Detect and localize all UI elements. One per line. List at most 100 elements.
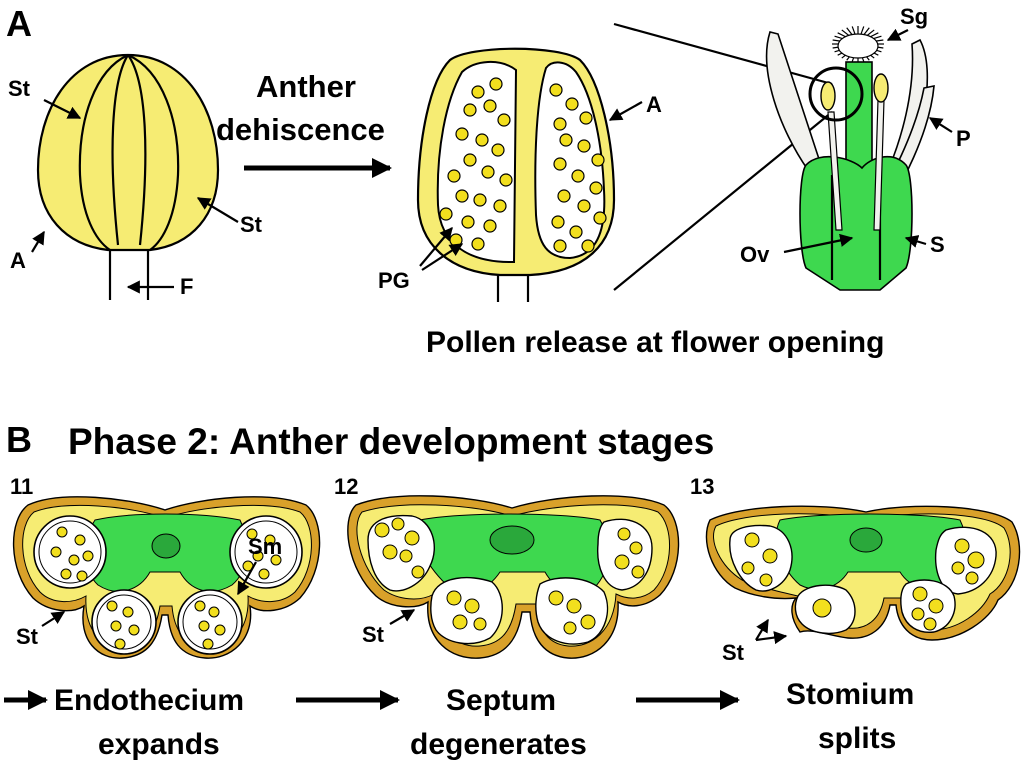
- pollen-grain: [559, 133, 573, 147]
- pollen-grain: [566, 598, 582, 614]
- pollen-grain: [571, 169, 585, 183]
- pollen-grain: [553, 157, 567, 171]
- pollen-grain: [461, 215, 475, 229]
- pollen-grain: [499, 173, 513, 187]
- pollen-grain: [464, 598, 480, 614]
- pollen-grain: [762, 548, 778, 564]
- pollen-grain: [114, 638, 126, 650]
- pollen-grain: [455, 189, 469, 203]
- pollen-grain: [473, 617, 487, 631]
- pollen-grain: [74, 534, 86, 546]
- pollen-grain: [548, 590, 564, 606]
- pollen-grain: [68, 554, 80, 566]
- panel-b-letter: B: [6, 419, 32, 460]
- pollen-grain: [589, 181, 603, 195]
- pollen-grain: [214, 624, 226, 636]
- pollen-grain: [483, 99, 497, 113]
- label-a-right: A: [646, 92, 662, 117]
- pollen-grain: [965, 571, 979, 585]
- zoom-line-top: [613, 22, 833, 86]
- pollen-grain: [563, 621, 577, 635]
- pollen-grain: [463, 153, 477, 167]
- pollen-grain: [411, 565, 425, 579]
- stage-12-st-label: St: [362, 622, 385, 647]
- stage-12-section: [347, 495, 680, 659]
- stage-13-st-label: St: [722, 640, 745, 665]
- step-3-line1: Stomium: [786, 678, 914, 711]
- panel-a-letter: A: [6, 3, 32, 44]
- pollen-grain: [471, 85, 485, 99]
- step-2-line2: degenerates: [410, 728, 587, 761]
- pollen-grain: [198, 620, 210, 632]
- label-sm: Sm: [248, 534, 282, 559]
- pollen-grain: [744, 532, 760, 548]
- label-a-left: A: [10, 248, 26, 273]
- pollen-grain: [246, 528, 258, 540]
- pollen-grain: [439, 207, 453, 221]
- stigma-core: [837, 33, 879, 59]
- pollen-grain: [270, 554, 282, 566]
- pollen-grain: [194, 600, 206, 612]
- label-st-right: St: [240, 212, 263, 237]
- pollen-grain: [812, 598, 832, 618]
- step-3-line2: splits: [818, 722, 896, 755]
- open-anther: [416, 47, 616, 302]
- pollen-grain: [447, 169, 461, 183]
- pollen-grain: [593, 211, 607, 225]
- pollen-grain: [60, 568, 72, 580]
- pollen-grain: [391, 517, 405, 531]
- pollen-grain: [741, 561, 755, 575]
- pollen-grain: [128, 624, 140, 636]
- pollen-grain: [577, 139, 591, 153]
- pollen-grain: [208, 606, 220, 618]
- arrow-text-dehiscence: dehiscence: [216, 112, 385, 147]
- pollen-grain: [122, 606, 134, 618]
- pollen-grain: [399, 549, 413, 563]
- pollen-grain: [56, 526, 68, 538]
- pollen-grain: [553, 239, 567, 253]
- pollen-grain: [50, 546, 62, 558]
- label-pg: PG: [378, 268, 410, 293]
- step-1-line1: Endothecium: [54, 684, 244, 717]
- pollen-grain: [489, 77, 503, 91]
- label-ov: Ov: [740, 242, 770, 267]
- pollen-grain: [497, 113, 511, 127]
- stage-12-number: 12: [334, 474, 358, 499]
- pollen-grain: [912, 586, 928, 602]
- pollen-grain: [374, 522, 390, 538]
- pollen-grain: [967, 551, 985, 569]
- pollen-grain: [264, 534, 276, 546]
- flower: [765, 26, 935, 291]
- pollen-grain: [446, 590, 462, 606]
- pollen-grain: [382, 544, 398, 560]
- pollen-grain: [463, 103, 477, 117]
- pollen-grain: [252, 550, 264, 562]
- stage-13-section: [705, 505, 1021, 641]
- label-st-top: St: [8, 76, 31, 101]
- panel-b-title: Phase 2: Anther development stages: [68, 421, 714, 462]
- pollen-grain: [577, 199, 591, 213]
- pollen-grain: [82, 550, 94, 562]
- pollen-grain: [202, 638, 214, 650]
- closed-anther: [36, 53, 220, 300]
- pollen-grain: [110, 620, 122, 632]
- arrow-text-anther: Anther: [256, 69, 356, 104]
- pollen-grain: [404, 530, 420, 546]
- pollen-grain: [614, 554, 630, 570]
- stage-11-section: [12, 496, 321, 659]
- pollen-grain: [579, 111, 593, 125]
- pollen-grain: [553, 117, 567, 131]
- step-2-line1: Septum: [446, 684, 556, 717]
- pollen-grain: [483, 219, 497, 233]
- step-1-line2: expands: [98, 728, 220, 761]
- pollen-grain: [569, 225, 583, 239]
- pollen-grain: [951, 561, 965, 575]
- label-p: P: [956, 126, 971, 151]
- pollen-grain: [617, 527, 631, 541]
- stage-11-number: 11: [10, 474, 33, 499]
- label-f: F: [180, 274, 193, 299]
- pollen-grain: [455, 127, 469, 141]
- pollen-grain: [452, 614, 468, 630]
- pollen-grain: [923, 617, 937, 631]
